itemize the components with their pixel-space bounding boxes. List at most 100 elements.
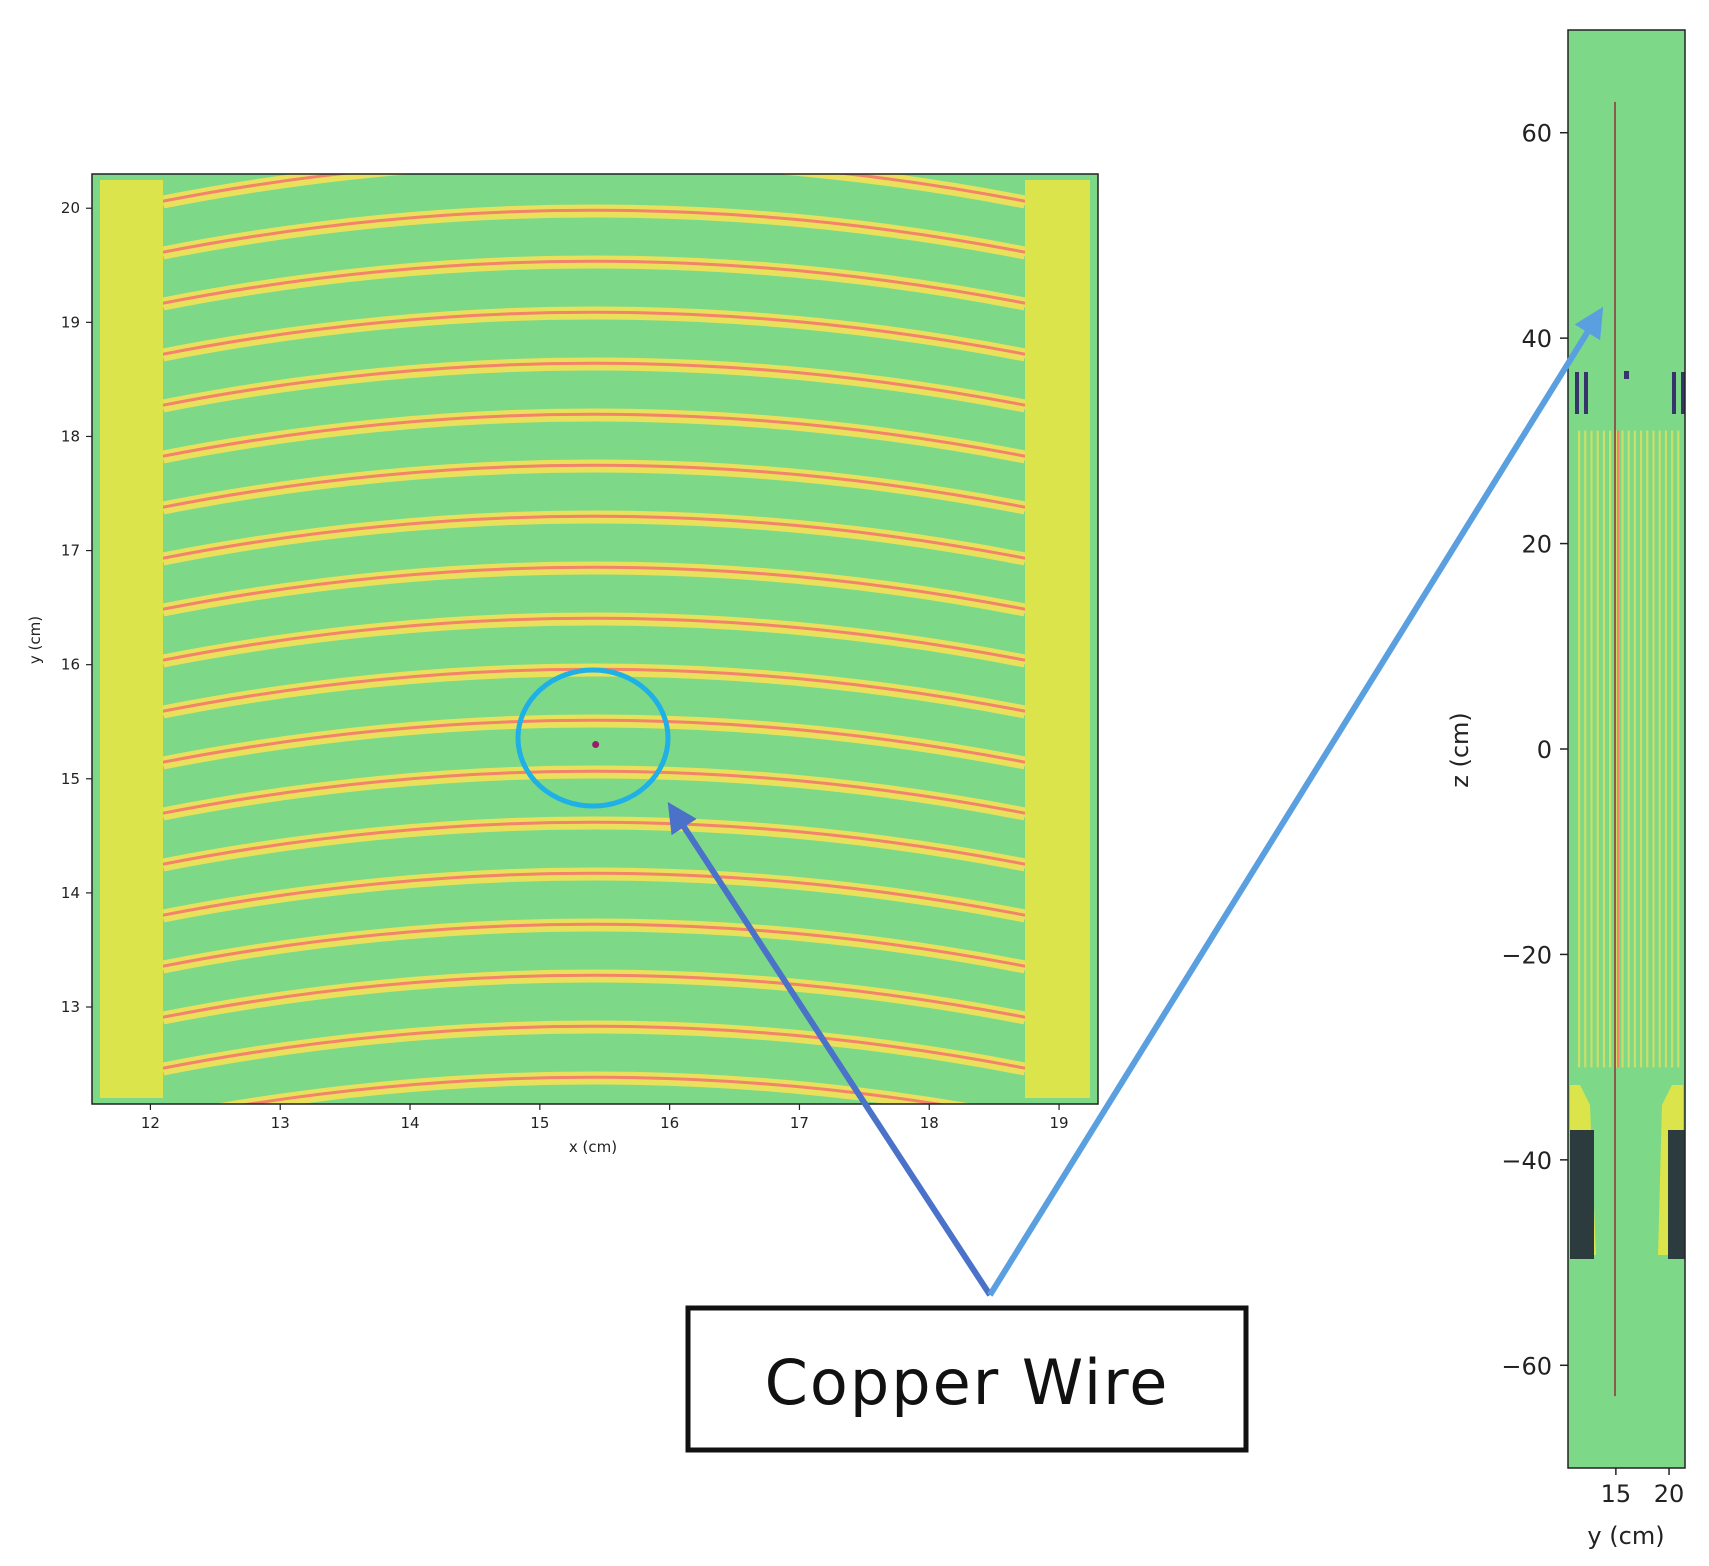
callout-box xyxy=(685,1305,1249,1453)
fuel-plate-edge xyxy=(162,619,1026,665)
yz-x-axis-label: y (cm) xyxy=(1587,1522,1664,1550)
fuel-plate-meat xyxy=(162,463,1026,511)
x-tick-label: 18 xyxy=(920,1114,939,1132)
fuel-plate-edge xyxy=(162,976,1026,1022)
y-tick-label: 20 xyxy=(61,199,80,217)
y-tick-label: 17 xyxy=(61,542,80,560)
fuel-plate-meat xyxy=(162,973,1026,1021)
fuel-plate-meat xyxy=(162,1024,1026,1072)
fuel-plate-meat xyxy=(162,174,1026,205)
fuel-plate-meat xyxy=(162,208,1026,256)
xy-plot-area xyxy=(92,174,1098,1104)
axial-fuel-stripe xyxy=(1658,430,1661,1068)
fuel-plate-edge xyxy=(162,721,1026,767)
yz-x-tick-label: 20 xyxy=(1654,1480,1685,1508)
spacer-dot xyxy=(1624,371,1629,379)
fuel-plate-meat xyxy=(162,310,1026,358)
arrow-to-axial-wire xyxy=(987,306,1604,1297)
axial-fuel-stripe-center xyxy=(1617,430,1620,1068)
fuel-plate-edge xyxy=(162,313,1026,359)
fuel-plate-meat xyxy=(162,565,1026,613)
right-spacer-2 xyxy=(1681,372,1685,414)
fuel-plates-group xyxy=(161,174,1027,1104)
y-tick-label: 13 xyxy=(61,998,80,1016)
z-tick-label: −40 xyxy=(1501,1147,1552,1175)
axial-fuel-stripe xyxy=(1596,430,1599,1068)
axial-fuel-stripe xyxy=(1664,430,1667,1068)
left-spacer-2 xyxy=(1584,372,1588,414)
x-tick-label: 13 xyxy=(271,1114,290,1132)
x-tick-label: 16 xyxy=(660,1114,679,1132)
z-tick-label: 0 xyxy=(1537,736,1552,764)
fuel-plate-meat xyxy=(162,514,1026,562)
axial-fuel-stripe xyxy=(1615,430,1618,1068)
axial-fuel-stripe xyxy=(1633,430,1636,1068)
fuel-plate-edge xyxy=(162,517,1026,563)
fuel-plate-edge xyxy=(162,174,1026,206)
fuel-plate-meat xyxy=(162,871,1026,919)
arrow-to-xy-wire xyxy=(667,801,993,1297)
right-side-plate xyxy=(1025,180,1090,1098)
fuel-plate-meat xyxy=(162,769,1026,817)
right-spacer-1 xyxy=(1672,372,1676,414)
callout-label: Copper Wire xyxy=(765,1346,1170,1419)
fuel-plate-edge xyxy=(162,262,1026,308)
z-tick-label: −60 xyxy=(1501,1352,1552,1380)
fuel-plate-edge xyxy=(162,874,1026,920)
fuel-plate-meat xyxy=(162,922,1026,970)
z-tick-label: 40 xyxy=(1521,325,1552,353)
fuel-plate-edge xyxy=(259,1078,928,1104)
fuel-plate-meat xyxy=(162,361,1026,409)
axial-fuel-stripe xyxy=(1652,430,1655,1068)
fuel-plate-edge xyxy=(162,364,1026,410)
axial-fuel-stripe xyxy=(1646,430,1649,1068)
axial-fuel-stripe xyxy=(1578,430,1581,1068)
axial-fuel-stripe xyxy=(1621,430,1624,1068)
wire-highlight-circle xyxy=(515,667,671,809)
fuel-plate-meat xyxy=(240,1075,948,1104)
fuel-plate-edge xyxy=(162,415,1026,461)
axial-fuel-stripe xyxy=(1602,430,1605,1068)
x-tick-label: 17 xyxy=(790,1114,809,1132)
fuel-plate-edge xyxy=(162,568,1026,614)
z-axis-label: z (cm) xyxy=(1446,712,1474,788)
y-tick-label: 18 xyxy=(61,427,80,445)
left-side-plate xyxy=(100,180,163,1098)
x-tick-label: 15 xyxy=(530,1114,549,1132)
fuel-plate-edge xyxy=(162,772,1026,818)
yz-x-tick-label: 15 xyxy=(1601,1480,1632,1508)
fuel-plate-meat xyxy=(162,718,1026,766)
z-tick-label: −20 xyxy=(1501,941,1552,969)
x-axis-ticks: 12 13 14 15 16 17 18 19 xyxy=(141,1104,1069,1132)
y-tick-label: 14 xyxy=(61,884,80,902)
axial-fuel-stripe xyxy=(1590,430,1593,1068)
x-tick-label: 12 xyxy=(141,1114,160,1132)
x-axis-label: x (cm) xyxy=(569,1138,617,1156)
fuel-plate-edge xyxy=(162,211,1026,257)
x-tick-label: 14 xyxy=(400,1114,419,1132)
yz-plot-area xyxy=(1568,30,1685,1468)
y-tick-label: 16 xyxy=(61,656,80,674)
fuel-plate-meat xyxy=(162,820,1026,868)
axial-fuel-stripes xyxy=(1578,430,1680,1068)
right-bottom-block xyxy=(1668,1130,1685,1259)
left-spacer-1 xyxy=(1575,372,1579,414)
fuel-plate-edge xyxy=(162,1027,1026,1073)
y-tick-label: 19 xyxy=(61,313,80,331)
y-axis-label: y (cm) xyxy=(26,616,44,664)
axial-fuel-stripe xyxy=(1640,430,1643,1068)
left-bottom-block xyxy=(1570,1130,1594,1259)
axial-fuel-stripe xyxy=(1627,430,1630,1068)
fuel-plate-meat xyxy=(162,412,1026,460)
fuel-plate-edge xyxy=(162,466,1026,512)
copper-wire-marker xyxy=(592,741,600,749)
axial-fuel-stripe xyxy=(1584,430,1587,1068)
xy-plot-frame xyxy=(91,173,1099,1105)
x-tick-label: 19 xyxy=(1050,1114,1069,1132)
fuel-plate-meat xyxy=(162,616,1026,664)
